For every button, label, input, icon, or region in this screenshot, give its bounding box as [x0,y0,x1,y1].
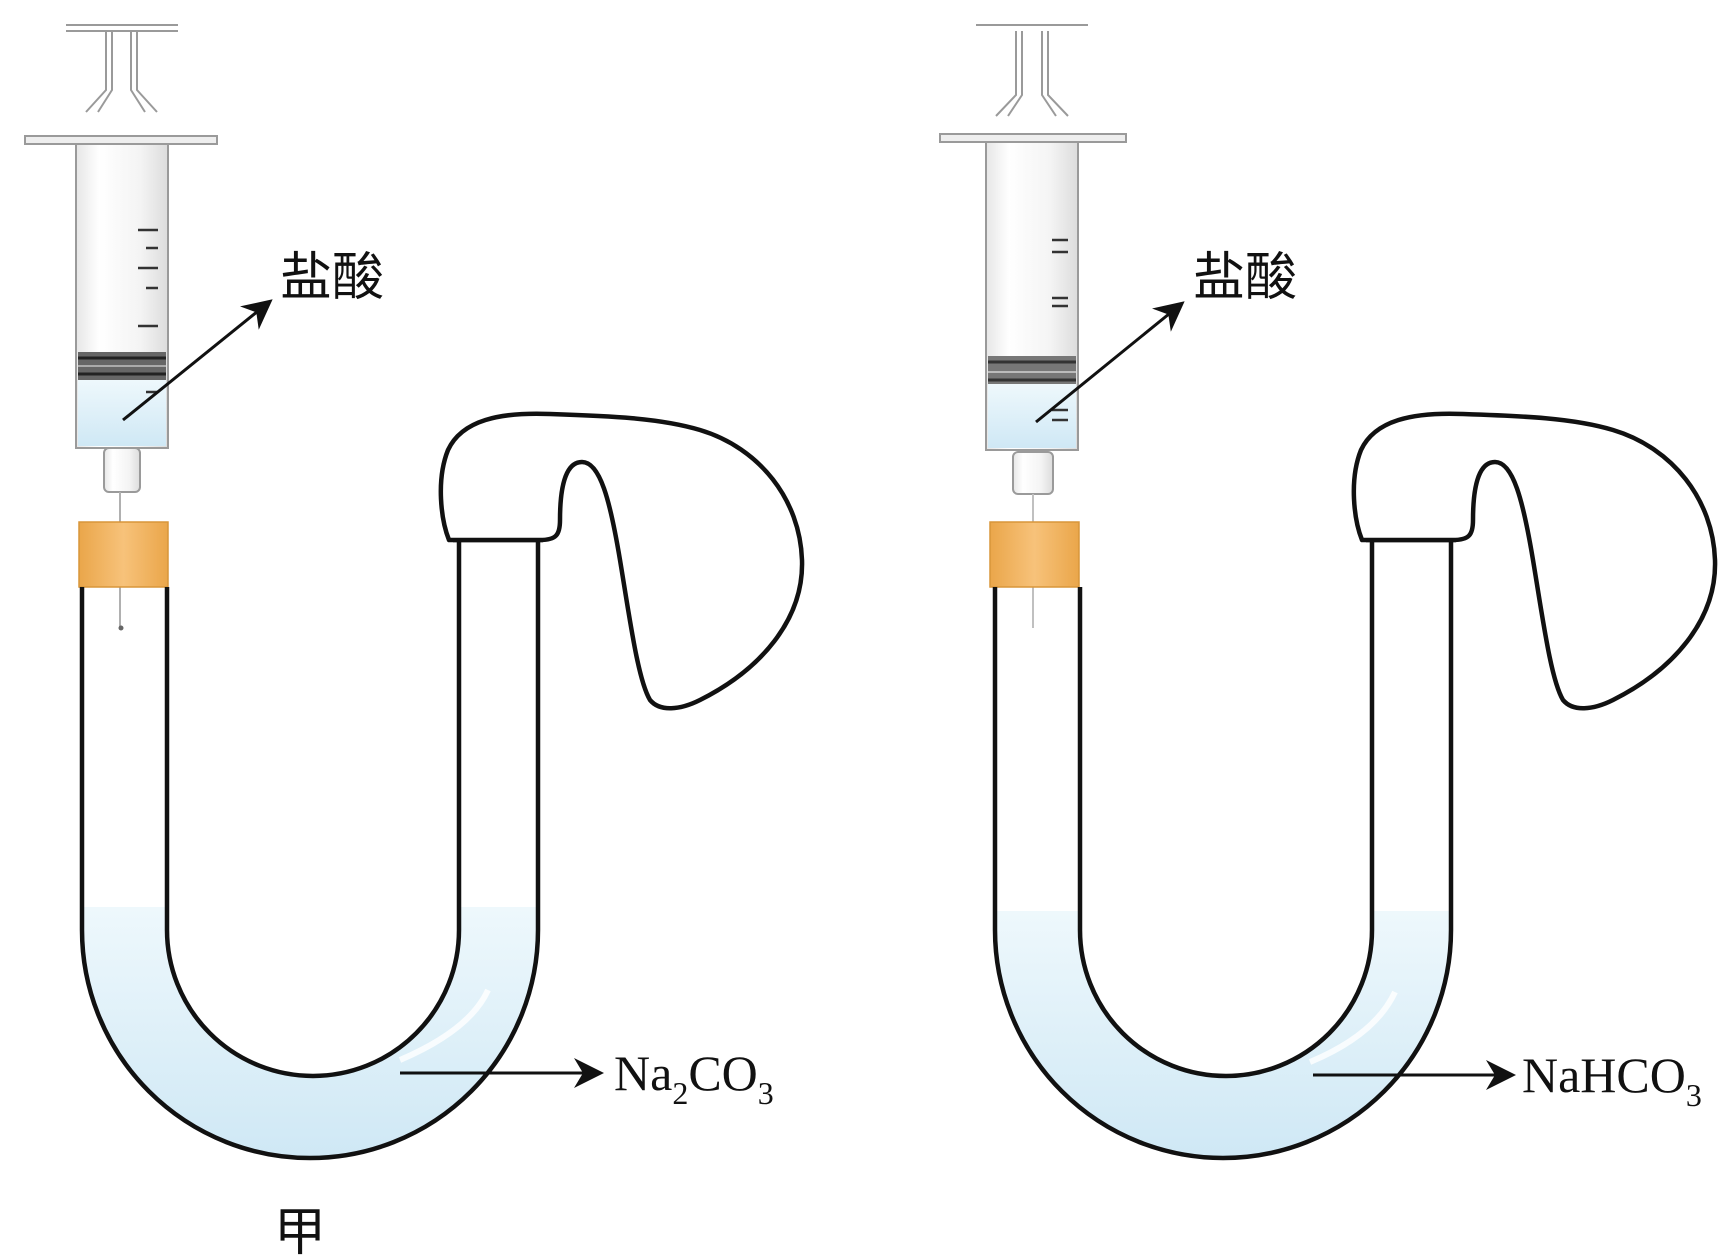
left-syringe [24,24,218,631]
right-hcl-arrow [1035,301,1185,424]
left-liquid [82,907,538,1158]
right-liquid [995,911,1451,1158]
left-hcl-arrow [122,299,273,422]
right-syringe [939,24,1127,628]
right-solution-label: NaHCO3 [1522,1047,1702,1113]
left-setup: 盐酸 Na2CO3 甲 [24,24,805,1260]
right-stopper [989,521,1080,588]
left-stopper [78,521,169,588]
right-setup: 盐酸 NaHCO3 [939,24,1718,1161]
left-caption: 甲 [274,1203,326,1260]
right-balloon [1351,411,1718,711]
left-syringe-label: 盐酸 [280,248,384,308]
right-syringe-label: 盐酸 [1193,248,1297,308]
left-solution-label: Na2CO3 [614,1045,774,1111]
left-balloon [438,411,805,711]
